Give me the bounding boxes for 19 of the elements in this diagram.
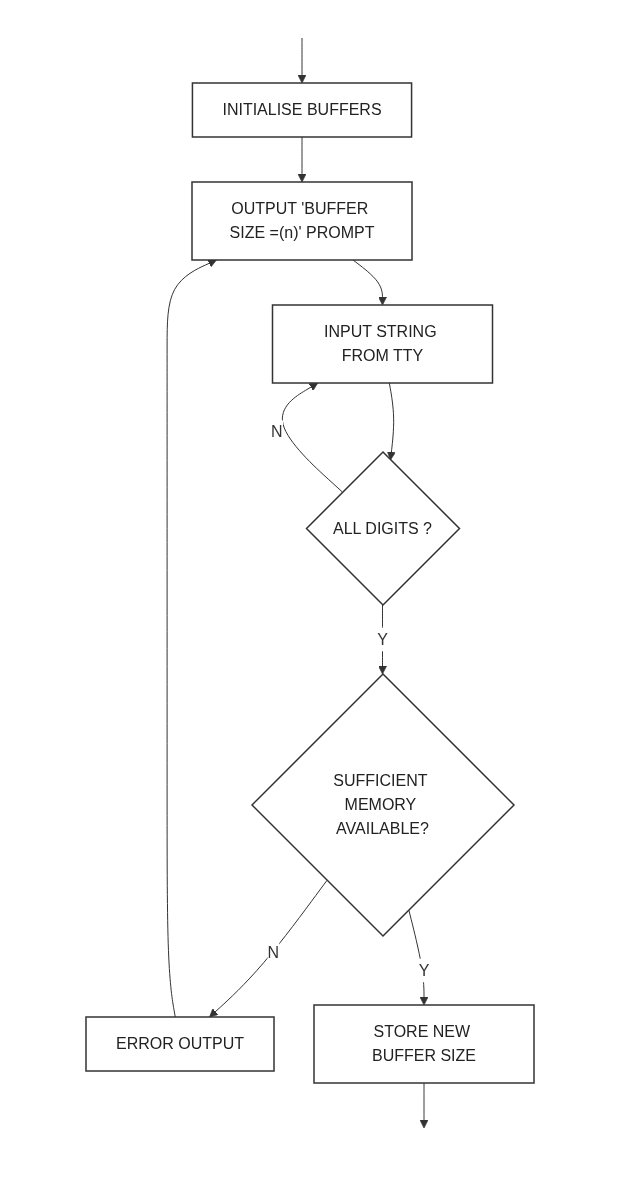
node-box: STORE NEW BUFFER SIZE — [312, 1004, 535, 1084]
arrow — [386, 382, 396, 461]
arrow — [297, 136, 306, 183]
edge-label: N — [270, 423, 283, 441]
edge-label: Y — [418, 961, 429, 979]
arrow — [208, 879, 327, 1018]
node-diamond: ALL DIGITS ? — [304, 450, 461, 607]
node-box: OUTPUT 'BUFFER SIZE =(n)' PROMPT — [190, 181, 413, 261]
arrow — [297, 37, 306, 84]
arrow — [281, 382, 343, 493]
node-box: INPUT STRING FROM TTY — [271, 304, 493, 384]
arrow — [419, 1082, 428, 1129]
node-box: INITIALISE BUFFERS — [191, 82, 412, 138]
node-box: ERROR OUTPUT — [84, 1016, 275, 1072]
node-diamond: SUFFICIENT MEMORY AVAILABLE? — [250, 672, 515, 938]
arrow — [166, 259, 217, 1018]
edge-label: Y — [376, 630, 388, 648]
arrow — [352, 259, 387, 306]
edge-label: N — [266, 944, 279, 962]
